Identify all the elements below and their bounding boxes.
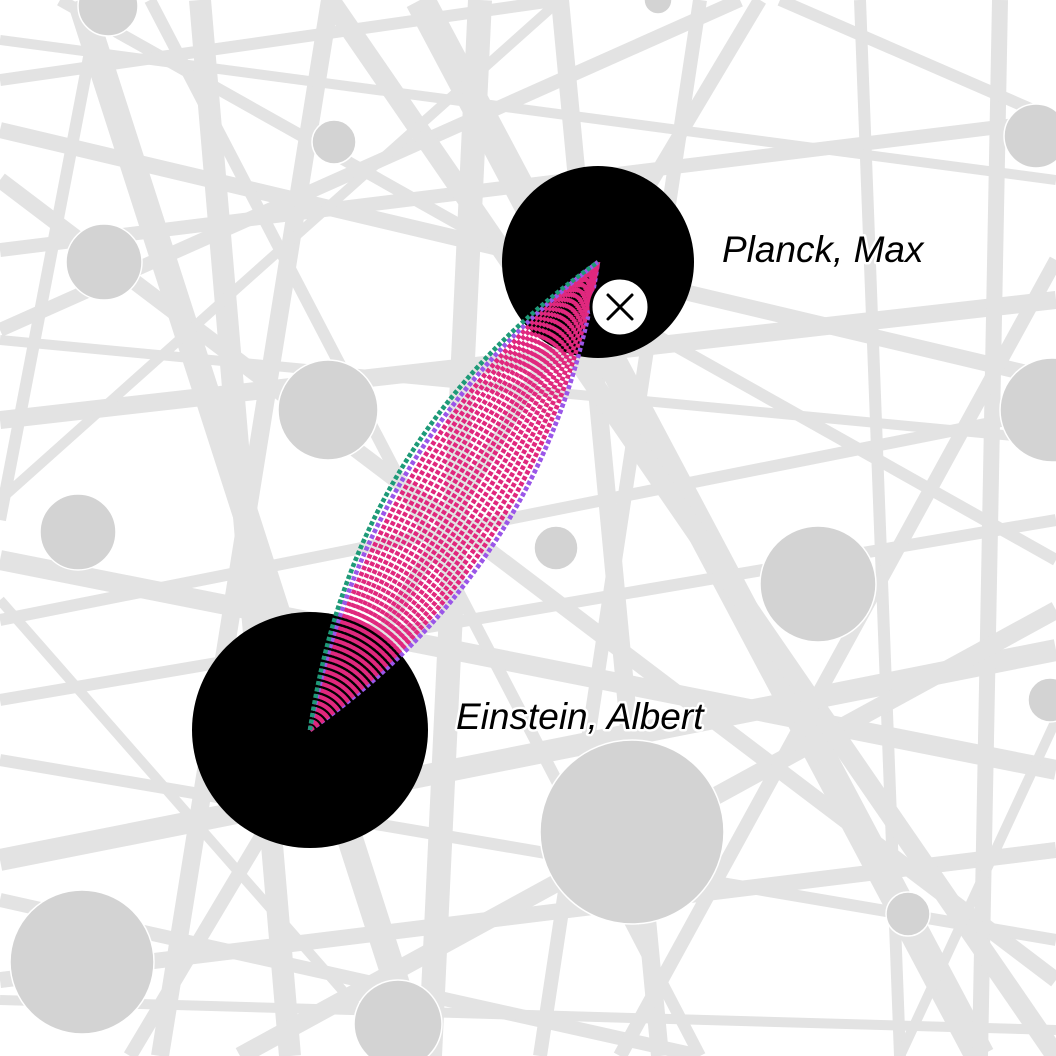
connection-link-overlay	[308, 261, 601, 732]
connection-link-overlay	[307, 260, 600, 731]
connection-link-overlay	[308, 261, 601, 732]
close-button[interactable]	[589, 276, 651, 338]
connection-link-overlay	[308, 261, 601, 732]
connection-link-overlay	[308, 261, 601, 732]
connection-link-overlay	[308, 261, 601, 732]
close-icon[interactable]	[606, 293, 634, 321]
connection-link-overlay	[307, 260, 600, 731]
connection-link-overlay	[308, 261, 601, 732]
connection-link-overlay	[307, 260, 600, 731]
connection-link-overlay	[307, 260, 600, 731]
connection-link-overlay	[307, 260, 600, 731]
connection-link-overlay	[307, 260, 600, 731]
connection-link-overlay	[307, 260, 600, 731]
connection-link-overlay	[308, 260, 600, 732]
node-label-planck: Planck, Max	[722, 229, 925, 270]
background-nodes	[9, 0, 1056, 1056]
connection-links-overlay	[307, 260, 601, 732]
node-label-einstein: Einstein, Albert	[456, 696, 705, 737]
connection-link-overlay	[308, 261, 601, 732]
connection-link-overlay	[307, 260, 600, 731]
connection-link-overlay	[308, 261, 601, 732]
connection-link-overlay	[308, 260, 600, 732]
connection-link-overlay	[308, 260, 600, 732]
